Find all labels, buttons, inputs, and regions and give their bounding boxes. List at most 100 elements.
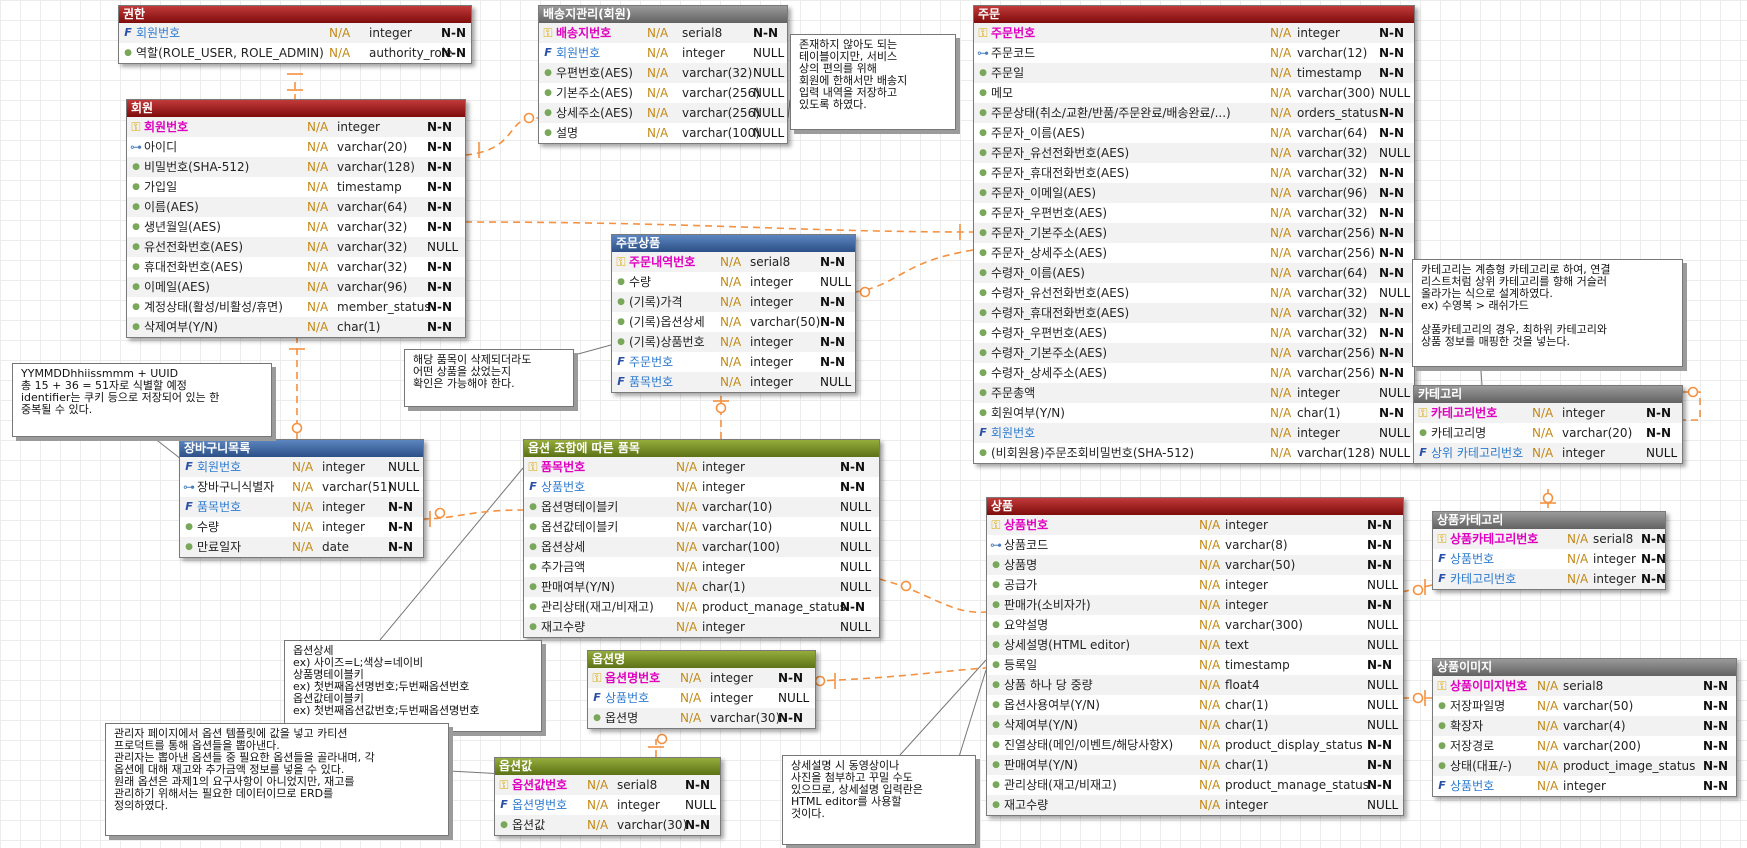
table-title[interactable]: 회원 (127, 100, 465, 117)
table-title[interactable]: 배송지관리(회원) (539, 6, 787, 23)
table-title[interactable]: 상품카테고리 (1433, 512, 1665, 529)
table-title[interactable]: 카테고리 (1414, 386, 1682, 403)
table-title[interactable]: 상품 (987, 498, 1403, 515)
table-title[interactable]: 권한 (119, 6, 471, 23)
table-title[interactable]: 장바구니목록 (180, 440, 423, 457)
table-title[interactable]: 옵션 조합에 따른 품목 (524, 440, 879, 457)
table-title[interactable]: 주문상품 (612, 235, 855, 252)
table-title[interactable]: 주문 (974, 6, 1414, 23)
table-title[interactable]: 옵션값 (495, 758, 720, 775)
